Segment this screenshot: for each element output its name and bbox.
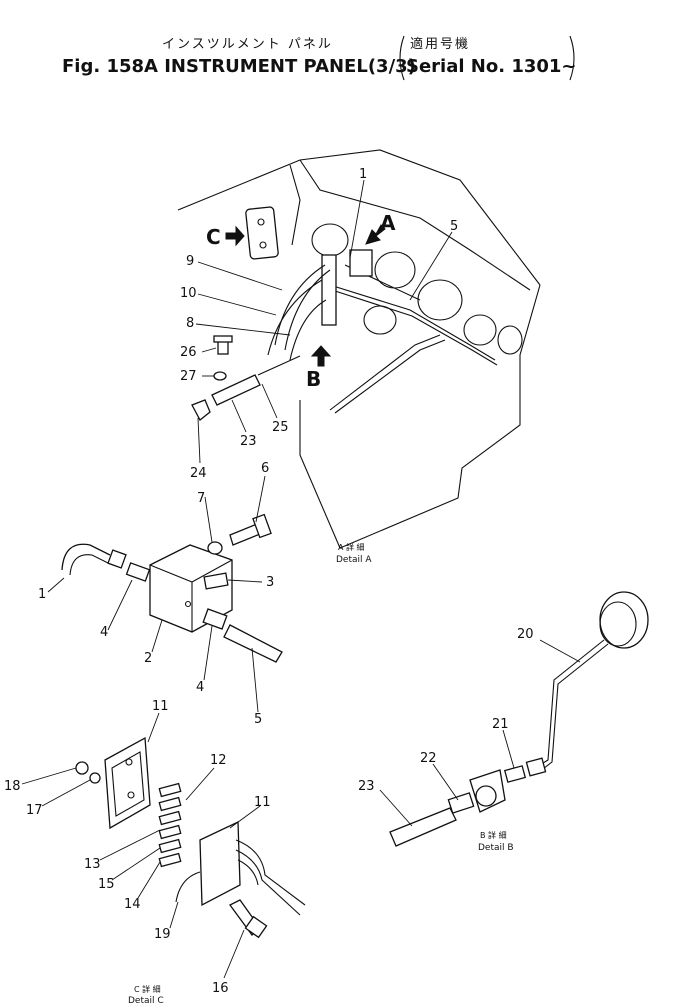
dashboard-top-edge xyxy=(177,149,541,286)
gauge-housing-3 xyxy=(417,279,463,321)
hose-10 xyxy=(267,279,323,356)
callout-2: 2 xyxy=(144,651,152,666)
detail-b-assembly: B 詳 細 Detail B xyxy=(389,591,649,853)
washer-7 xyxy=(207,541,223,555)
detail-a-assembly: A 詳 細 Detail A xyxy=(61,513,372,663)
detail-a-jp: A 詳 細 xyxy=(338,542,365,552)
callout-21: 21 xyxy=(492,717,509,732)
callout-20: 20 xyxy=(517,627,534,642)
view-label-c: C xyxy=(206,225,221,249)
title-japanese: インスツルメント パネル xyxy=(162,37,333,52)
detail-c-assembly: C 詳 細 Detail C xyxy=(75,736,306,1006)
dashboard-assembly xyxy=(177,149,541,549)
arrow-b xyxy=(310,345,332,367)
washer-17 xyxy=(89,772,101,784)
title-block: インスツルメント パネル 適用号機 Fig. 158A INSTRUMENT P… xyxy=(62,35,577,81)
callout-10: 10 xyxy=(180,286,197,301)
wire-19 xyxy=(175,871,201,903)
washer-27 xyxy=(213,371,227,381)
adapter-4-upper xyxy=(125,562,151,582)
callout-6: 6 xyxy=(261,461,269,476)
callout-23-detail-b: 23 xyxy=(358,779,375,794)
gauge-20 xyxy=(599,591,649,649)
detail-a-label: Detail A xyxy=(336,555,372,565)
callout-25: 25 xyxy=(272,420,289,435)
detail-b-jp: B 詳 細 xyxy=(480,830,507,840)
detail-b-label: Detail B xyxy=(478,843,514,853)
callout-5: 5 xyxy=(450,219,458,234)
view-arrows: C A B xyxy=(206,211,396,391)
capillary-tube-20 xyxy=(534,639,605,769)
callout-13: 13 xyxy=(84,857,101,872)
gauge-housing-2 xyxy=(374,251,416,289)
tube-5 xyxy=(223,624,283,663)
nut-21 xyxy=(525,757,547,777)
dashboard-right-edge xyxy=(339,284,541,549)
fitting-23 xyxy=(211,374,261,406)
leader-lines xyxy=(21,179,581,979)
adapter-22 xyxy=(447,792,475,814)
nut-18 xyxy=(75,761,89,775)
callout-4-upper: 4 xyxy=(100,625,108,640)
callout-labels: 1 5 9 10 8 26 27 23 25 24 6 7 1 3 4 2 4 … xyxy=(4,167,534,996)
adapter-4-lower xyxy=(202,608,228,630)
callout-1-detail: 1 xyxy=(38,587,46,602)
gauge-housing-1 xyxy=(311,223,349,257)
arrow-a xyxy=(365,224,386,245)
callout-7: 7 xyxy=(197,491,205,506)
elbow-24 xyxy=(191,399,211,421)
callout-22: 22 xyxy=(420,751,437,766)
plate-11-upper xyxy=(104,736,151,830)
callout-24: 24 xyxy=(190,466,207,481)
callout-15: 15 xyxy=(98,877,115,892)
gauge-housing-4 xyxy=(463,314,497,346)
callout-4-lower: 4 xyxy=(196,680,204,695)
terminal-sleeves xyxy=(158,782,182,868)
detail-c-jp: C 詳 細 xyxy=(134,984,161,994)
plug-3 xyxy=(203,572,229,590)
callout-19: 19 xyxy=(154,927,171,942)
right-paren xyxy=(569,35,575,81)
callout-1: 1 xyxy=(359,167,367,182)
plate-detail-c xyxy=(245,206,279,260)
fitting-23-detail-b xyxy=(389,807,457,847)
left-paren xyxy=(399,35,405,81)
callout-8: 8 xyxy=(186,316,194,331)
arrow-c xyxy=(225,225,245,247)
hose-8 xyxy=(289,299,327,361)
view-label-b: B xyxy=(306,367,321,391)
callout-5-detail: 5 xyxy=(254,712,262,727)
title-japanese-serial: 適用号機 xyxy=(410,36,470,52)
sender-unit xyxy=(349,249,373,277)
callout-3: 3 xyxy=(266,575,274,590)
callout-23: 23 xyxy=(240,434,257,449)
plate-11-lower xyxy=(199,820,241,907)
callout-14: 14 xyxy=(124,897,141,912)
figure-title: Fig. 158A INSTRUMENT PANEL(3/3) xyxy=(62,56,416,77)
callout-16: 16 xyxy=(212,981,229,996)
wire-harness xyxy=(235,839,306,906)
callout-17: 17 xyxy=(26,803,43,818)
callout-27: 27 xyxy=(180,369,197,384)
serial-range: Serial No. 1301~ xyxy=(406,56,577,77)
callout-9: 9 xyxy=(186,254,194,269)
vertical-bracket xyxy=(321,254,337,326)
callout-18: 18 xyxy=(4,779,21,794)
callout-12: 12 xyxy=(210,753,227,768)
gauge-housing-6 xyxy=(363,305,397,335)
callout-11-lower: 11 xyxy=(254,795,271,810)
hose-1 xyxy=(61,543,111,571)
callout-11-upper: 11 xyxy=(152,699,169,714)
detail-c-label: Detail C xyxy=(128,996,164,1006)
callout-26: 26 xyxy=(180,345,197,360)
dashboard-left-edge xyxy=(299,400,341,549)
view-label-a: A xyxy=(380,211,396,235)
gauge-housing-5 xyxy=(497,325,523,355)
